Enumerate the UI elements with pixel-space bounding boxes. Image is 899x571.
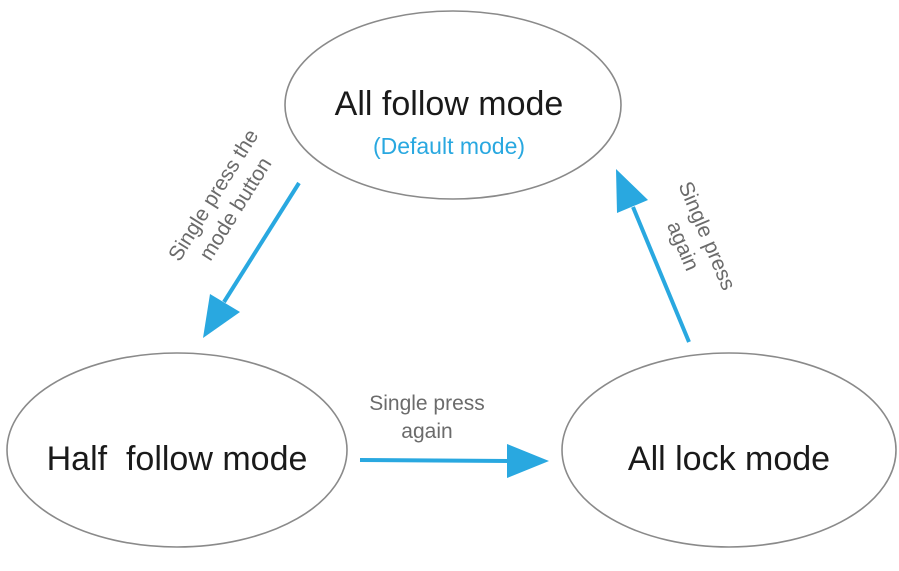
edge-all-follow-to-half-follow — [203, 181, 301, 338]
edge-to-lock-arrowhead — [507, 444, 549, 478]
edge-to-all-arrowhead — [616, 169, 648, 213]
node-all-follow-subtitle: (Default mode) — [373, 133, 525, 159]
node-all-follow-mode: All follow mode (Default mode) — [284, 10, 622, 200]
edge-to-half-label: Single press the mode button — [164, 125, 276, 265]
node-all-follow-ellipse — [284, 10, 622, 200]
node-half-follow-mode: Half follow mode — [6, 352, 348, 548]
edge-to-half-arrowhead — [203, 294, 240, 338]
edge-to-lock-line — [359, 458, 513, 463]
edge-to-lock-label-line1: Single press — [369, 392, 485, 415]
node-half-follow-ellipse — [6, 352, 348, 548]
edge-to-all-label: Single press again — [662, 178, 740, 293]
node-all-lock-mode: All lock mode — [561, 352, 897, 548]
node-all-lock-title: All lock mode — [628, 440, 830, 478]
edge-to-lock-label-line2: again — [401, 420, 452, 443]
node-all-lock-ellipse — [561, 352, 897, 548]
edge-half-follow-to-all-lock — [359, 444, 549, 478]
node-half-follow-title: Half follow mode — [47, 440, 308, 478]
edge-all-lock-to-all-follow — [616, 169, 691, 343]
node-all-follow-title: All follow mode — [335, 85, 564, 123]
edge-to-all-line — [631, 206, 691, 343]
edge-to-half-line — [222, 181, 301, 304]
